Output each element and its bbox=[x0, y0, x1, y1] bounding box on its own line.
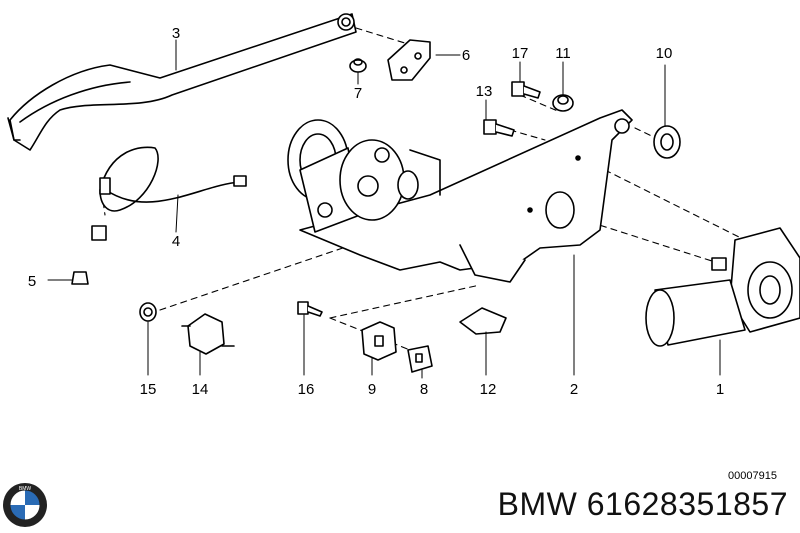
callout-15: 15 bbox=[140, 381, 157, 398]
part-7-nut bbox=[349, 58, 367, 73]
part-12-clip bbox=[459, 307, 507, 335]
pulley-assembly bbox=[287, 119, 419, 233]
callout-16: 16 bbox=[298, 381, 315, 398]
callout-10: 10 bbox=[656, 45, 673, 62]
callout-12: 12 bbox=[480, 381, 497, 398]
callout-5: 5 bbox=[28, 273, 36, 290]
part-9-clip bbox=[361, 321, 397, 361]
part-15-nut bbox=[139, 302, 157, 322]
part-number: BMW 61628351857 bbox=[497, 486, 788, 522]
drawing-code: 00007915 bbox=[728, 470, 777, 482]
callout-1: 1 bbox=[716, 381, 724, 398]
callout-3: 3 bbox=[172, 25, 180, 42]
callout-6: 6 bbox=[462, 47, 470, 64]
part-11-bushing bbox=[552, 94, 574, 112]
part-17-bolt bbox=[511, 81, 541, 99]
part-13-bolt bbox=[483, 119, 515, 137]
callout-14: 14 bbox=[192, 381, 209, 398]
part-2-bracket bbox=[299, 109, 633, 283]
callout-11: 11 bbox=[555, 45, 571, 62]
bmw-logo-icon: BMW bbox=[3, 483, 47, 527]
part-4-wire bbox=[91, 146, 247, 241]
part-10-bushing bbox=[653, 125, 681, 159]
part-6-clip bbox=[387, 39, 431, 81]
callout-8: 8 bbox=[420, 381, 428, 398]
svg-text:BMW: BMW bbox=[19, 486, 32, 492]
callout-9: 9 bbox=[368, 381, 376, 398]
part-14-damper bbox=[181, 313, 235, 355]
part-8-nut bbox=[407, 345, 433, 373]
callout-4: 4 bbox=[172, 233, 180, 250]
callout-13: 13 bbox=[476, 83, 493, 100]
part-1-motor bbox=[645, 227, 800, 347]
part-16-screw bbox=[297, 301, 323, 317]
part-5-grommet bbox=[71, 271, 89, 285]
callout-7: 7 bbox=[354, 85, 362, 102]
callout-2: 2 bbox=[570, 381, 578, 398]
part-3-arm bbox=[7, 13, 357, 151]
callout-17: 17 bbox=[512, 45, 529, 62]
